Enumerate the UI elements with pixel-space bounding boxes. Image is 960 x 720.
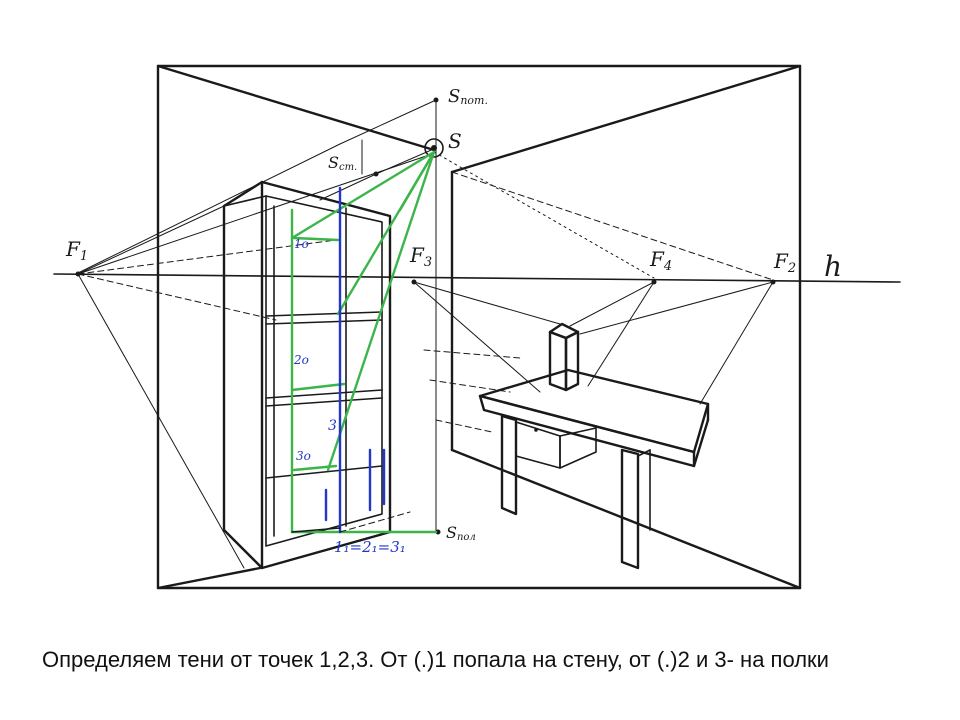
horizon-line <box>53 273 901 283</box>
f1-dot <box>75 271 81 277</box>
shelf-board-1b <box>265 319 383 325</box>
light-construction <box>75 97 776 535</box>
drawer-knob <box>534 428 538 432</box>
wall-guide-3 <box>435 419 493 433</box>
f3-ray-1 <box>413 281 561 325</box>
shadow-ray-3 <box>326 150 436 472</box>
table <box>478 368 710 570</box>
table-leg-front-right <box>620 448 640 570</box>
f4-dot <box>651 279 657 285</box>
f3-ray-2 <box>413 281 541 393</box>
light-source-dot <box>431 145 437 151</box>
f2-ray-wall <box>451 171 774 281</box>
label-point-2o: 2o <box>293 353 309 367</box>
wall-guide-1 <box>423 349 521 359</box>
shadow-ray-4 <box>398 150 436 212</box>
box-side <box>564 330 580 392</box>
base-dash <box>339 511 411 533</box>
floor-edge-left <box>156 566 262 590</box>
s-pot-ray-ext <box>75 143 341 275</box>
blue-construction <box>291 186 411 534</box>
f1-ray-2 <box>77 273 277 321</box>
label-f2: F2 <box>773 249 796 276</box>
label-point-3o: 3o <box>296 449 311 463</box>
label-f4: F4 <box>649 247 672 274</box>
f1-rays <box>77 153 433 569</box>
f1-ray-ceiling <box>77 153 433 275</box>
label-h: h <box>824 250 842 283</box>
f4-ray-1 <box>569 281 655 327</box>
shelf-front-frame <box>265 195 383 547</box>
s-pot-dot <box>433 97 439 103</box>
shelf-board-3 <box>265 465 383 479</box>
back-frame-rect <box>156 64 802 590</box>
f4-ray-2 <box>587 281 655 387</box>
ceiling-edge-right <box>450 64 802 174</box>
table-leg-side <box>637 449 651 457</box>
shadow-on-wall <box>292 236 340 242</box>
shelf-board-2 <box>265 389 383 399</box>
box-top <box>548 322 580 340</box>
wall-guide-2 <box>429 379 511 393</box>
label-f1: F1 <box>65 237 88 264</box>
light-source-circle <box>424 138 444 158</box>
ceiling-edge-left <box>156 64 436 152</box>
label-point-3: 3 <box>328 418 337 434</box>
label-s-pol: Sпол <box>446 523 476 543</box>
f1-ray-top <box>77 205 225 275</box>
shadow-ray-1 <box>290 150 436 240</box>
s-st-ray-ext <box>319 173 377 201</box>
s-st-dot <box>373 171 379 177</box>
shadow-on-shelf-2 <box>290 382 346 392</box>
room-frame <box>156 64 802 590</box>
f1-ray-1 <box>77 239 337 275</box>
label-s-pot: Sпот. <box>448 86 488 107</box>
base-link <box>291 527 341 533</box>
f2-ray-1 <box>579 281 774 335</box>
table-right-bevel <box>692 418 710 468</box>
f2-dot <box>770 279 776 285</box>
label-point-1o: 1o <box>294 237 309 251</box>
label-s-st: Sст. <box>328 153 357 173</box>
shelf-board-2b <box>265 397 383 407</box>
perspective-drawing: F1 F2 F3 F4 h S Sпот. Sст. Sпол 1o 2o 3 … <box>40 20 920 630</box>
label-f3: F3 <box>409 243 432 270</box>
perspective-drawing-svg: F1 F2 F3 F4 h S Sпот. Sст. Sпол 1o 2o 3 … <box>53 64 901 590</box>
s-pol-dot <box>435 529 441 535</box>
label-base-points: 1₁=2₁=3₁ <box>334 538 406 556</box>
table-leg-front-left <box>500 414 518 516</box>
slide-caption: Определяем тени от точек 1,2,3. От (.)1 … <box>42 647 829 672</box>
box-front <box>548 330 568 392</box>
shelf-board-1 <box>265 311 383 317</box>
shadow-on-shelf-3 <box>292 464 338 472</box>
f2-ray-2 <box>699 281 774 405</box>
label-s: S <box>448 129 462 153</box>
shelf-top-inner <box>223 195 267 207</box>
labels: F1 F2 F3 F4 h S Sпот. Sст. Sпол 1o 2o 3 … <box>65 86 842 556</box>
floor-edge-right <box>450 448 802 590</box>
box <box>548 322 580 392</box>
table-drawer-side <box>559 427 597 469</box>
f1-ray-floor <box>77 273 245 569</box>
f4-ray-top <box>433 151 655 279</box>
f2-f4-rays <box>413 151 774 433</box>
s-pot-ray <box>339 99 437 145</box>
f3-dot <box>411 279 417 285</box>
